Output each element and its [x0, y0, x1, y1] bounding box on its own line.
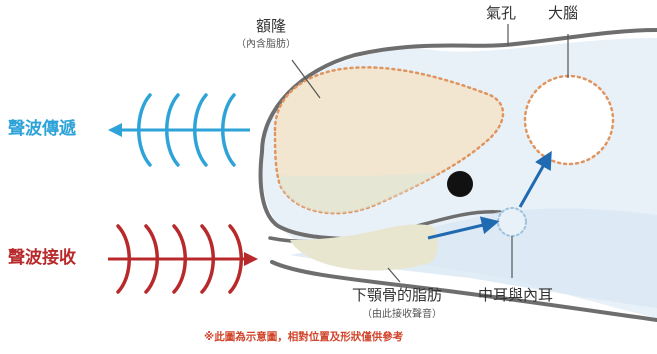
jaw-leader — [387, 267, 401, 283]
blowhole-label: 氣孔 — [486, 4, 517, 22]
melon-lower-tint — [280, 172, 440, 214]
ear-to-brain-arrow — [518, 150, 552, 208]
lower-jaw-outline — [270, 260, 657, 322]
ear-circle — [497, 207, 527, 237]
ear-label: 中耳與內耳 — [478, 286, 554, 304]
jaw-fat-sublabel: （由此接收聲音） — [362, 309, 442, 320]
brain-circle — [523, 74, 615, 166]
jaw-to-ear-arrow — [427, 216, 500, 240]
throat-region — [290, 208, 657, 308]
forehead-sublabel: （內含脂肪） — [236, 39, 296, 50]
receive-arrowhead — [244, 252, 258, 266]
jaw-fat-region — [290, 224, 438, 271]
brain-label: 大腦 — [548, 4, 579, 22]
jaw-fat-label: 下顎骨的脂肪 — [352, 286, 443, 304]
transmit-arrowhead — [108, 123, 122, 137]
sound-transmit-label: 聲波傳遞 — [8, 119, 76, 139]
forehead-leader — [291, 59, 321, 99]
eye — [447, 171, 473, 197]
footnote: ※此圖為示意圖，相對位置及形狀僅供參考 — [204, 331, 404, 343]
forehead-label: 額隆 — [256, 17, 287, 35]
head-outline-top — [260, 28, 657, 154]
sound-receive-label: 聲波接收 — [8, 248, 76, 268]
